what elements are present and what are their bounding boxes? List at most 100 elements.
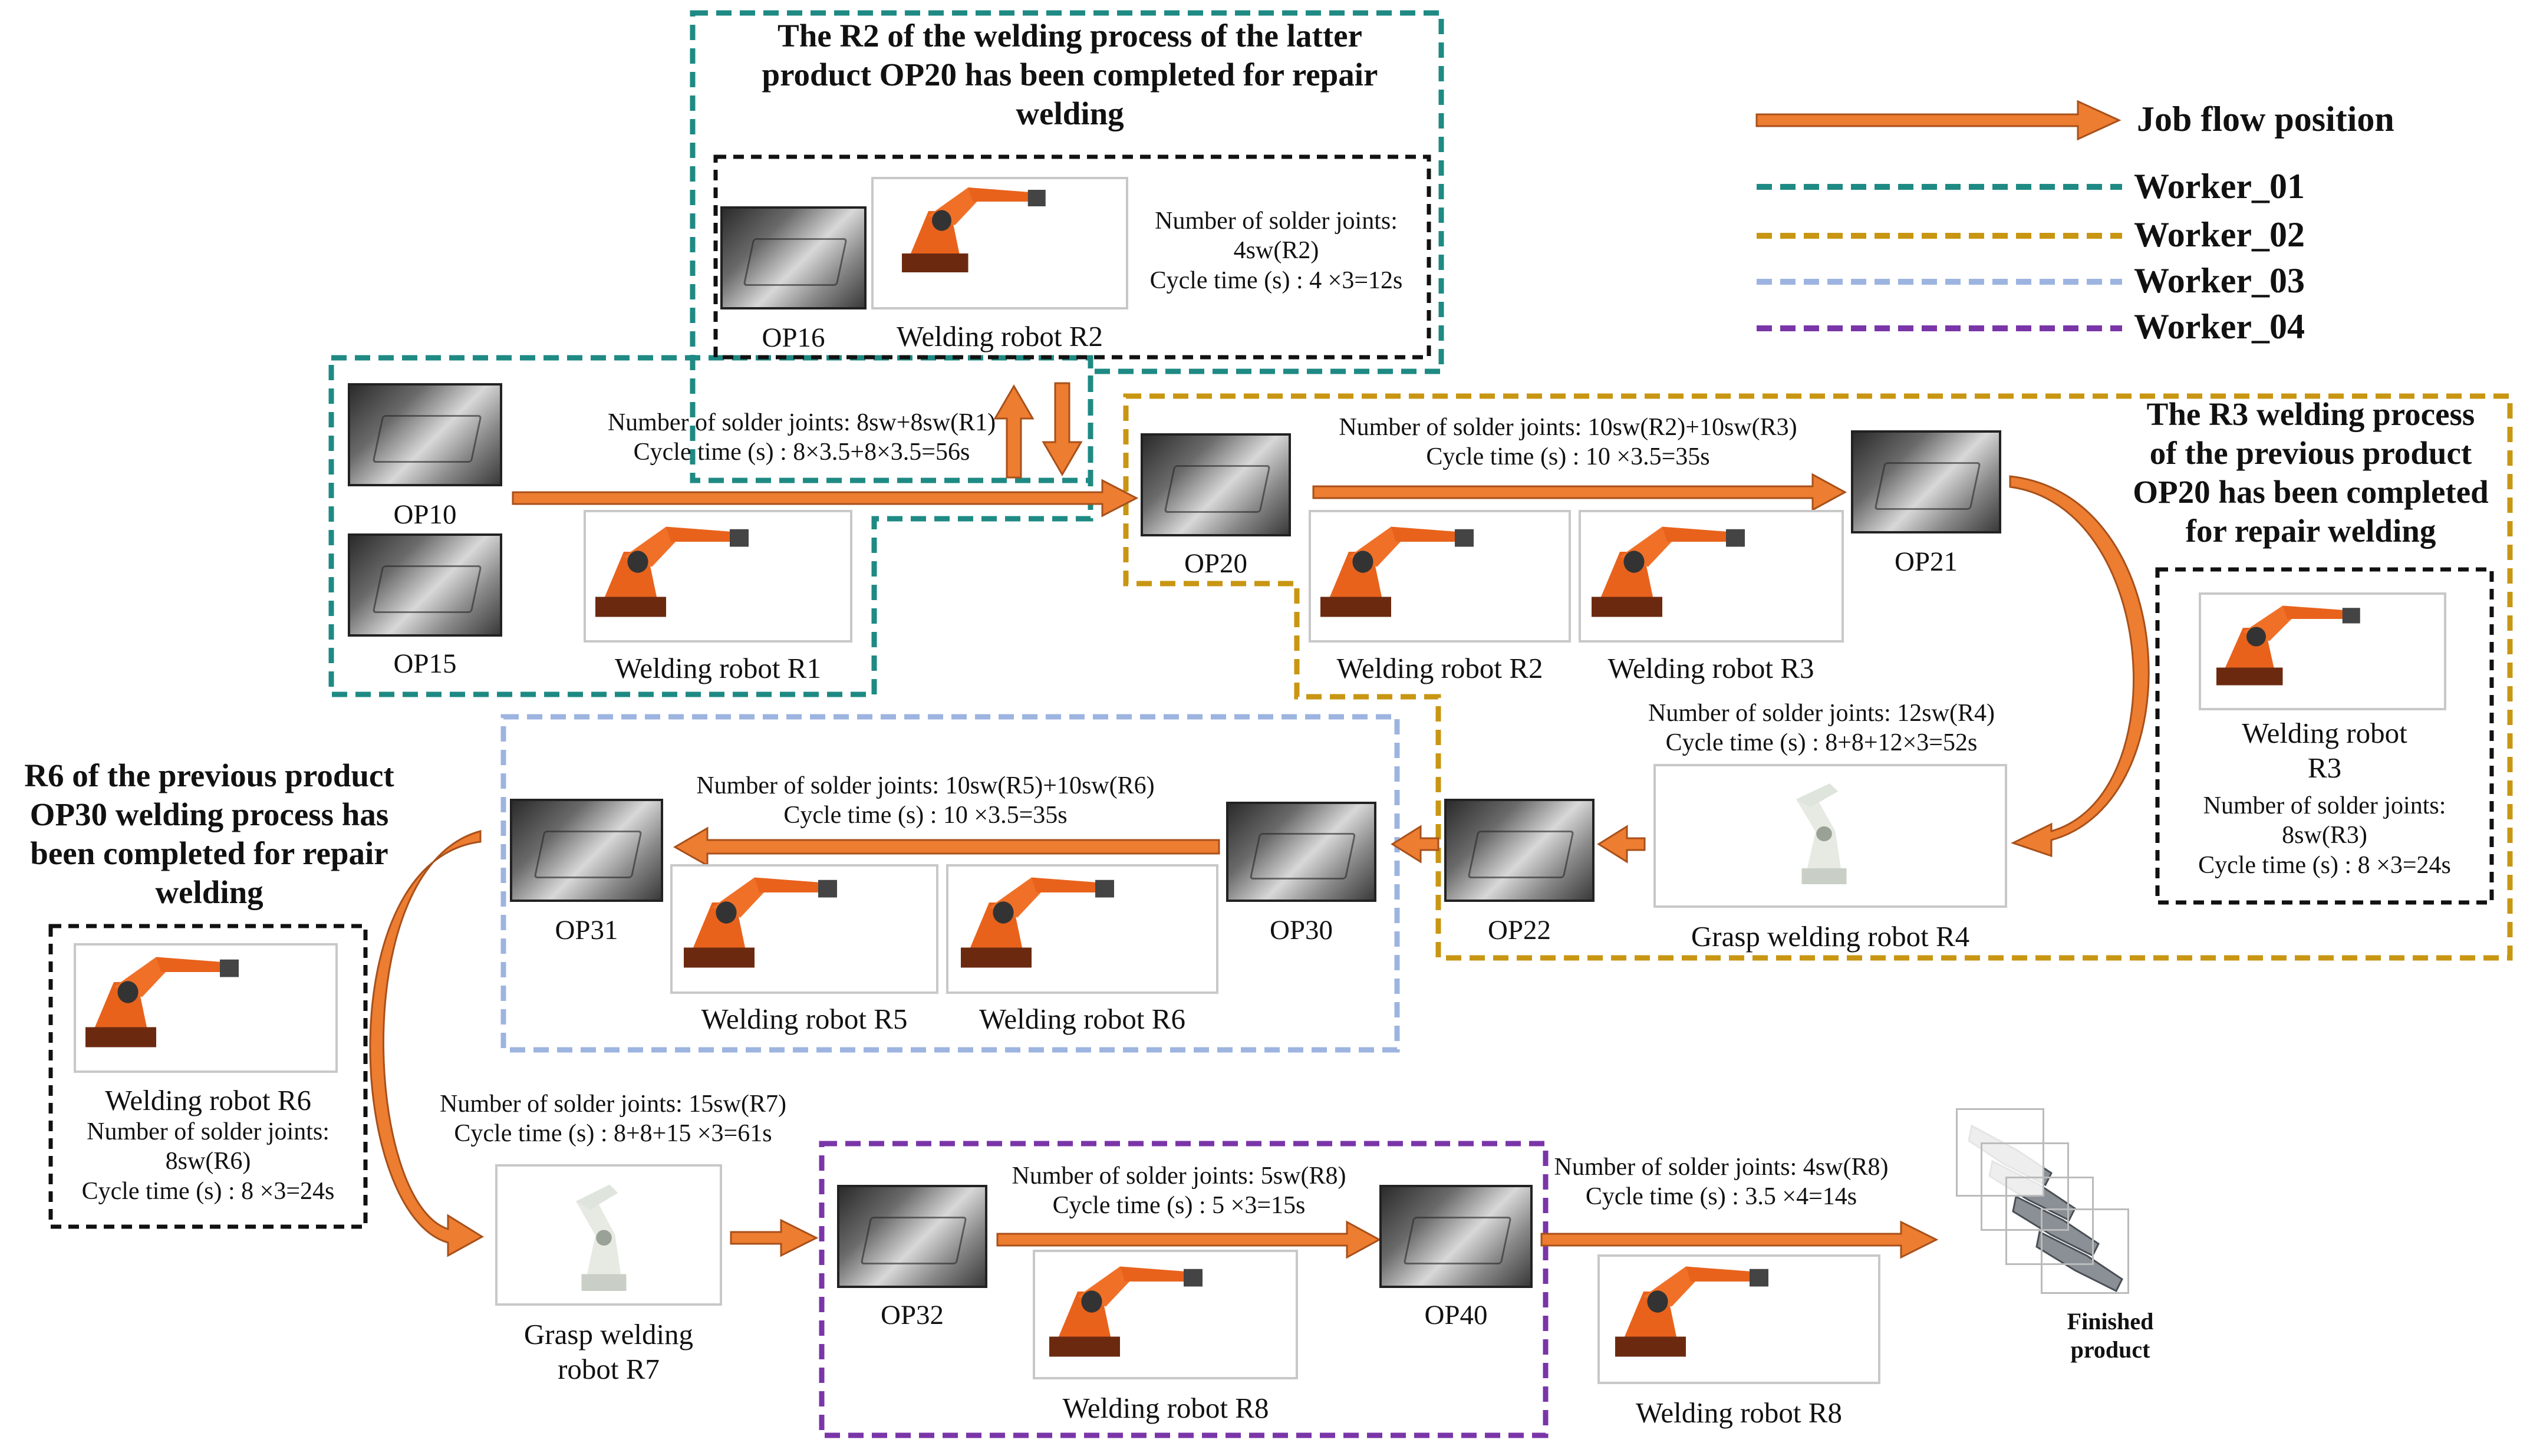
op31-label: OP31 bbox=[555, 915, 618, 946]
r3-box-info-line-3: Cycle time (s) : 8 ×3=24s bbox=[2198, 851, 2451, 879]
r2-repair-title: The R2 of the welding process of the lat… bbox=[707, 17, 1432, 133]
op15-label: OP15 bbox=[393, 648, 457, 679]
legend-job-flow-label: Job flow position bbox=[2137, 100, 2394, 139]
op15-station-image bbox=[348, 533, 502, 637]
worker-02-frame bbox=[1123, 393, 2513, 961]
r5r6-info-line-1: Number of solder joints: 10sw(R5)+10sw(R… bbox=[696, 772, 1155, 799]
r8b-info-line-2: Cycle time (s) : 3.5 ×4=14s bbox=[1585, 1183, 1857, 1211]
finished-frame-3 bbox=[2005, 1177, 2094, 1265]
arrow-down-from-r2 bbox=[1042, 382, 1083, 476]
r3-box-info-line-2: 8sw(R3) bbox=[2282, 822, 2367, 849]
r8b-robot-image bbox=[1597, 1254, 1880, 1384]
r1-robot-label: Welding robot R1 bbox=[615, 652, 821, 684]
legend-lines bbox=[1755, 100, 2122, 331]
legend-worker-01-label: Worker_01 bbox=[2134, 167, 2305, 206]
r6-side-robot-label: Welding robot R6 bbox=[105, 1084, 311, 1116]
op21-station-image bbox=[1851, 430, 2001, 533]
arrow-op21-curve-to-r4 bbox=[2009, 475, 2150, 858]
r3-title-line-2: of the previous product bbox=[2149, 435, 2472, 471]
r3-repair-title: The R3 welding process of the previous p… bbox=[2116, 395, 2505, 551]
r2-box-info-line-2: 4sw(R2) bbox=[1233, 237, 1319, 265]
arrow-op40-to-finished bbox=[1540, 1220, 1939, 1259]
r6-title-line-1: R6 of the previous product bbox=[24, 757, 394, 793]
arrow-r7-to-op32 bbox=[730, 1218, 819, 1257]
r3-side-label-line-2: R3 bbox=[2307, 751, 2342, 784]
r5r6-info: Number of solder joints: 10sw(R5)+10sw(R… bbox=[631, 771, 1220, 831]
op32-label: OP32 bbox=[880, 1300, 944, 1330]
r2-title-line-2: product OP20 has been completed for repa… bbox=[762, 57, 1378, 93]
arrow-op22-to-op30 bbox=[1391, 825, 1439, 864]
r6-box-info-line-3: Cycle time (s) : 8 ×3=24s bbox=[81, 1177, 335, 1205]
r3-title-line-4: for repair welding bbox=[2185, 513, 2436, 549]
legend-worker-04-label: Worker_04 bbox=[2134, 307, 2305, 346]
r3-robot-label: Welding robot R3 bbox=[1607, 652, 1814, 684]
r8b-info: Number of solder joints: 4sw(R8) Cycle t… bbox=[1533, 1152, 1910, 1212]
r6-box-info-line-1: Number of solder joints: bbox=[87, 1118, 330, 1145]
finished-label-line-1: Finished bbox=[2067, 1308, 2154, 1335]
r1-robot-image bbox=[584, 510, 852, 643]
r4-robot-label: Grasp welding robot R4 bbox=[1691, 920, 1970, 953]
finished-frame-4 bbox=[2041, 1208, 2129, 1294]
r6-title-line-2: OP30 welding process has bbox=[29, 796, 389, 832]
legend-job-flow-arrow bbox=[1755, 100, 2121, 141]
r4-info: Number of solder joints: 12sw(R4) Cycle … bbox=[1592, 699, 2051, 758]
r6-robot-label: Welding robot R6 bbox=[979, 1003, 1185, 1035]
r2r3-info-line-2: Cycle time (s) : 10 ×3.5=35s bbox=[1426, 443, 1710, 471]
r7-info: Number of solder joints: 15sw(R7) Cycle … bbox=[389, 1089, 837, 1149]
finished-frame-2 bbox=[1981, 1142, 2069, 1231]
r8-info-line-1: Number of solder joints: 5sw(R8) bbox=[1012, 1162, 1346, 1190]
r2-box-info-line-3: Cycle time (s) : 4 ×3=12s bbox=[1149, 266, 1403, 294]
op10-label: OP10 bbox=[393, 499, 457, 530]
r1-info-line-2: Cycle time (s) : 8×3.5+8×3.5=56s bbox=[633, 439, 970, 466]
r1-info-line-1: Number of solder joints: 8sw+8sw(R1) bbox=[607, 409, 996, 436]
r2-box-info: Number of solder joints: 4sw(R2) Cycle t… bbox=[1129, 206, 1424, 295]
r8-robot-image bbox=[1033, 1250, 1298, 1379]
r3-repair-box bbox=[2155, 567, 2494, 905]
arrow-op20-to-op21 bbox=[1312, 473, 1847, 512]
op16-station-image bbox=[720, 206, 867, 309]
r8b-info-line-1: Number of solder joints: 4sw(R8) bbox=[1554, 1154, 1889, 1181]
finished-label-line-2: product bbox=[2070, 1336, 2150, 1363]
arrow-up-to-r2 bbox=[993, 384, 1035, 479]
op30-station-image bbox=[1226, 802, 1376, 902]
r2-title-line-3: welding bbox=[1016, 95, 1124, 131]
r6-repair-box bbox=[48, 924, 368, 1229]
r3-title-line-3: OP20 has been completed bbox=[2133, 474, 2489, 510]
worker-01-frame-left bbox=[328, 355, 1093, 697]
op30-label: OP30 bbox=[1269, 915, 1333, 946]
r8-robot-label: Welding robot R8 bbox=[1062, 1392, 1269, 1424]
r5-robot-image bbox=[670, 864, 938, 994]
r7-label-line-1: Grasp welding bbox=[523, 1318, 694, 1350]
arrow-op30-to-op31 bbox=[673, 826, 1220, 867]
worker-01-frame-top bbox=[690, 10, 1444, 483]
r7-robot-image bbox=[495, 1164, 722, 1306]
r3-box-info: Number of solder joints: 8sw(R3) Cycle t… bbox=[2157, 791, 2492, 880]
r7-info-line-2: Cycle time (s) : 8+8+15 ×3=61s bbox=[454, 1120, 772, 1148]
r6-side-robot-image bbox=[74, 943, 338, 1073]
r7-label-line-2: robot R7 bbox=[558, 1352, 660, 1385]
r4-robot-image bbox=[1653, 764, 2007, 908]
r3-side-robot-label: Welding robot R3 bbox=[2157, 716, 2492, 786]
op32-station-image bbox=[837, 1185, 987, 1288]
r2-title-line-1: The R2 of the welding process of the lat… bbox=[778, 18, 1362, 54]
r2-robot-image bbox=[1309, 510, 1571, 643]
r7-robot-label: Grasp welding robot R7 bbox=[483, 1317, 734, 1387]
r7-info-line-1: Number of solder joints: 15sw(R7) bbox=[440, 1091, 786, 1118]
r8-info-line-2: Cycle time (s) : 5 ×3=15s bbox=[1052, 1192, 1306, 1220]
r6-box-info: Number of solder joints: 8sw(R6) Cycle t… bbox=[51, 1117, 365, 1206]
op22-label: OP22 bbox=[1487, 915, 1551, 946]
arrow-r4-to-op22 bbox=[1597, 825, 1646, 864]
op22-station-image bbox=[1444, 799, 1595, 902]
r2-robot-label: Welding robot R2 bbox=[1336, 652, 1543, 684]
legend-worker-02-label: Worker_02 bbox=[2134, 215, 2305, 254]
r6-robot-image bbox=[946, 864, 1218, 994]
r4-info-line-2: Cycle time (s) : 8+8+12×3=52s bbox=[1665, 729, 1978, 757]
r2-repair-box bbox=[713, 154, 1431, 360]
r3-robot-image bbox=[1579, 510, 1844, 643]
r2-top-robot-label: Welding robot R2 bbox=[897, 320, 1103, 353]
r6-repair-title: R6 of the previous product OP30 welding … bbox=[0, 756, 419, 912]
r3-side-label-line-1: Welding robot bbox=[2242, 717, 2407, 749]
r4-info-line-1: Number of solder joints: 12sw(R4) bbox=[1648, 700, 1995, 727]
r2-box-info-line-1: Number of solder joints: bbox=[1155, 207, 1398, 235]
